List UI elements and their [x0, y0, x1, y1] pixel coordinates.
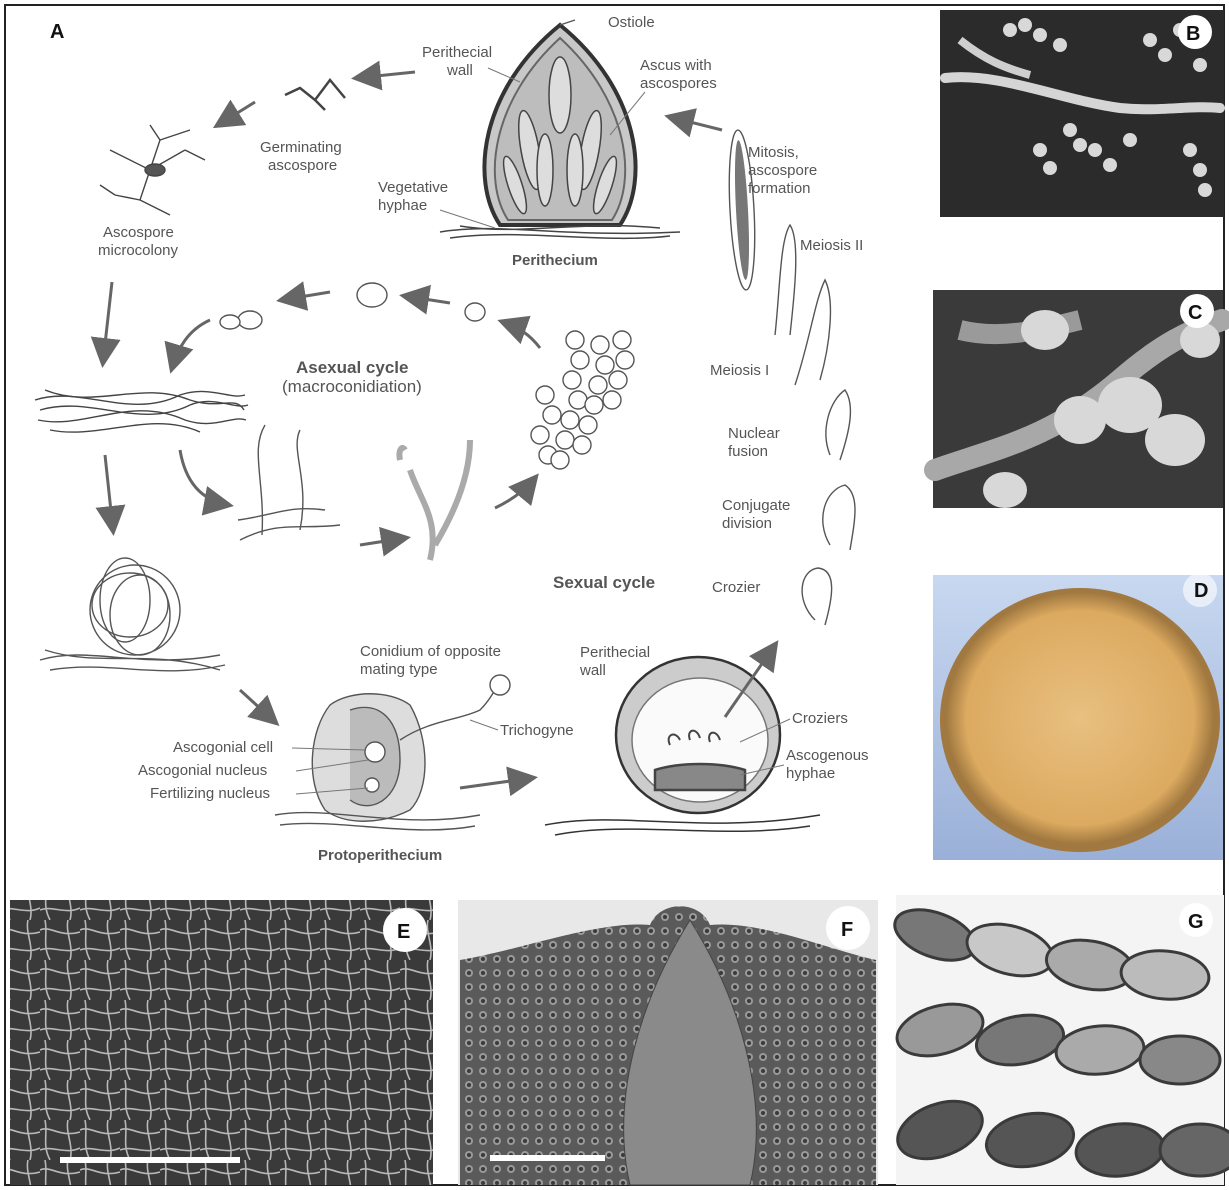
panel-letter-f: F [841, 919, 853, 941]
mycelium-drawing [35, 390, 248, 432]
label-conjugate-division: Conjugate [722, 497, 790, 514]
label-meiosis-i: Meiosis I [710, 362, 769, 379]
label-ascogenous: Ascogenous [786, 747, 869, 764]
panel-letter-e: E [397, 921, 410, 943]
panel-f-micrograph: F [458, 900, 878, 1185]
label-crozier: Crozier [712, 579, 760, 596]
label-perithecial-wall-b2: wall [579, 662, 606, 679]
label-germinating: Germinating [260, 139, 342, 156]
label-nuclear-fusion-2: fusion [728, 443, 768, 460]
label-perithecium: Perithecium [512, 252, 598, 269]
label-perithecial-wall-b: Perithecial [580, 644, 650, 661]
label-ascus: Ascus with [640, 57, 712, 74]
label-trichogyne: Trichogyne [500, 722, 574, 739]
panel-letter-b: B [1186, 23, 1200, 45]
panel-letter-g: G [1188, 911, 1204, 933]
label-ascogonial-nucleus: Ascogonial nucleus [138, 762, 267, 779]
label-meiosis-ii: Meiosis II [800, 237, 863, 254]
panel-letter-c: C [1188, 302, 1202, 324]
panel-e-micrograph: E [10, 900, 433, 1185]
label-conjugate-division-2: division [722, 515, 772, 532]
label-mitosis-2: ascospore [748, 162, 817, 179]
protoperithecium-drawing [275, 675, 510, 830]
panel-letter-d: D [1194, 580, 1208, 602]
panel-g-ascospores: G [888, 895, 1229, 1185]
label-ascogenous-2: hyphae [786, 765, 835, 782]
microcolony-drawing [100, 125, 205, 215]
label-microcolony-2: microcolony [98, 242, 179, 259]
label-conidium: Conidium of opposite [360, 643, 501, 660]
label-mitosis: Mitosis, [748, 144, 799, 161]
label-macroconidiation: (macroconidiation) [282, 377, 422, 396]
young-perithecium-drawing [545, 657, 820, 835]
hyphal-ball-drawing [40, 558, 225, 671]
label-nuclear-fusion: Nuclear [728, 425, 780, 442]
label-vegetative: Vegetative [378, 179, 448, 196]
label-asexual-cycle: Asexual cycle [296, 358, 408, 377]
label-vegetative-2: hyphae [378, 197, 427, 214]
panel-letter-a: A [50, 21, 64, 43]
label-ascus-2: ascospores [640, 75, 717, 92]
label-ostiole: Ostiole [608, 14, 655, 31]
label-protoperithecium: Protoperithecium [318, 847, 442, 864]
label-germinating-2: ascospore [268, 157, 337, 174]
label-mitosis-3: formation [748, 180, 811, 197]
label-conidium-2: mating type [360, 661, 438, 678]
panel-b-micrograph: B [940, 10, 1224, 217]
label-croziers: Croziers [792, 710, 848, 727]
label-perithecial-wall-2: wall [446, 62, 473, 79]
label-ascogonial-cell: Ascogonial cell [173, 739, 273, 756]
panel-d-culture-plate: D [933, 573, 1223, 860]
label-microcolony: Ascospore [103, 224, 174, 241]
label-fertilizing-nucleus: Fertilizing nucleus [150, 785, 270, 802]
label-perithecial-wall: Perithecial [422, 44, 492, 61]
panel-c-micrograph: C [933, 290, 1223, 508]
label-sexual-cycle: Sexual cycle [553, 573, 655, 592]
